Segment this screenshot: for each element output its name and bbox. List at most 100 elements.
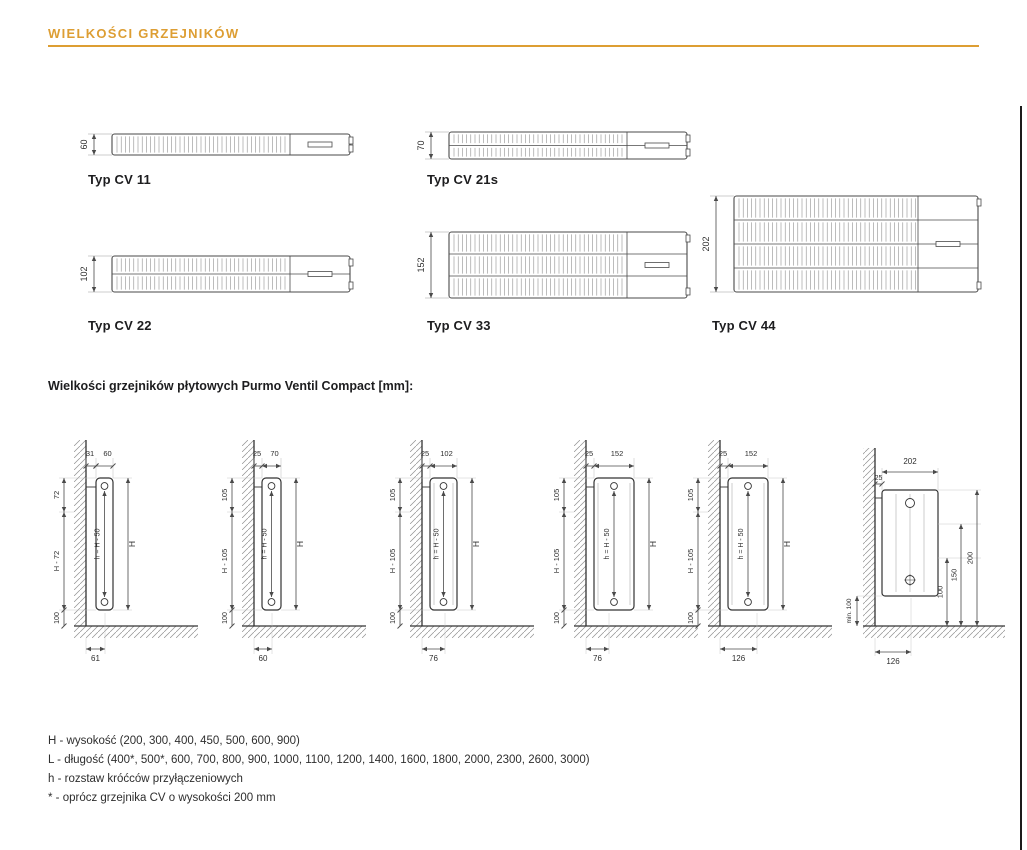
dim-label: h = H - 50 — [434, 528, 441, 559]
dim-label: 150 — [950, 569, 959, 582]
bottom-connection — [100, 598, 109, 606]
top-connection — [905, 498, 915, 508]
top-connection — [439, 482, 448, 490]
wall-hatch — [574, 440, 586, 638]
dim-label: 105 — [388, 489, 397, 502]
bottom-connection — [267, 598, 276, 606]
dim-label: 25 — [719, 449, 727, 458]
bracket-detail — [644, 142, 670, 149]
dim-label: 202 — [903, 457, 917, 466]
dim-label: 61 — [91, 654, 100, 663]
dim-label: 70 — [270, 449, 278, 458]
dim-label: 25 — [585, 449, 593, 458]
floor-hatch — [720, 626, 832, 638]
dim-label: 76 — [593, 654, 602, 663]
bottom-connection — [439, 598, 448, 606]
dim-label: 60 — [79, 139, 89, 149]
dim-label: 60 — [103, 449, 111, 458]
end-tab — [348, 144, 354, 153]
type-label-cv44: Typ CV 44 — [712, 318, 776, 333]
end-tab — [348, 258, 354, 267]
legend-spacing-line: h - rozstaw króćców przyłączeniowych — [48, 773, 243, 785]
end-tab — [685, 148, 691, 157]
dim-label: 126 — [732, 654, 746, 663]
top-view-cv11-drawing: 60 — [79, 133, 354, 156]
wall-hatch — [410, 440, 422, 638]
wall-hatch — [863, 448, 875, 638]
dim-label: 102 — [79, 266, 89, 281]
floor-hatch — [254, 626, 366, 638]
dim-label: 202 — [701, 236, 711, 251]
dim-label: h = H - 50 — [738, 528, 745, 559]
bracket-detail — [307, 271, 333, 277]
dim-label: 100 — [390, 612, 397, 624]
page-title: WIELKOŚCI GRZEJNIKÓW — [48, 26, 240, 41]
legend-note-line: * - oprócz grzejnika CV o wysokości 200 … — [48, 792, 276, 804]
dim-label: 102 — [440, 449, 453, 458]
dim-label: 105 — [686, 489, 695, 502]
dim-label: 100 — [54, 612, 61, 624]
top-connection — [610, 482, 618, 490]
type-label-cv11: Typ CV 11 — [88, 172, 151, 187]
dim-label: 25 — [253, 449, 261, 458]
top-connection — [744, 482, 752, 490]
bracket-detail — [935, 241, 961, 247]
end-tab — [976, 198, 982, 207]
dim-label: H - 105 — [220, 549, 229, 574]
page-edge-line — [1020, 106, 1022, 850]
dim-label: 200 — [966, 552, 975, 565]
dim-label: H — [782, 541, 792, 547]
wall-hatch — [708, 440, 720, 638]
dim-label: 105 — [552, 489, 561, 502]
dim-label: min. 100 — [846, 598, 853, 623]
end-tab — [348, 281, 354, 290]
dim-label: h = H - 50 — [95, 528, 102, 559]
dim-label: H — [295, 541, 305, 547]
dim-label: H - 105 — [686, 549, 695, 574]
dim-label: H - 105 — [552, 549, 561, 574]
dim-label: 100 — [554, 612, 561, 624]
dim-label: 72 — [52, 491, 61, 499]
type-label-cv22: Typ CV 22 — [88, 318, 152, 333]
side-view-cv22-drawing: 25 102 105 H - 105 100 h = H - 50 H 76 — [388, 440, 534, 663]
section-title: Wielkości grzejników płytowych Purmo Ven… — [48, 379, 414, 393]
end-tab — [685, 134, 691, 143]
top-connection — [100, 482, 109, 490]
dim-label: 126 — [886, 657, 900, 666]
dim-label: 25 — [421, 449, 429, 458]
legend-height-line: H - wysokość (200, 300, 400, 450, 500, 6… — [48, 735, 300, 747]
bracket-detail — [307, 141, 333, 148]
dim-label: H — [648, 541, 658, 547]
dim-label: H - 105 — [388, 549, 397, 574]
wall-hatch — [242, 440, 254, 638]
end-tab — [685, 234, 691, 243]
dim-label: 152 — [745, 449, 758, 458]
dim-label: h = H - 50 — [262, 528, 269, 559]
wall-hatch — [74, 440, 86, 638]
type-label-cv21s: Typ CV 21s — [427, 172, 499, 187]
end-tab — [976, 281, 982, 290]
dim-label: 100 — [688, 612, 695, 624]
dim-label: 60 — [259, 654, 268, 663]
dim-label: H — [471, 541, 481, 547]
type-label-cv33: Typ CV 33 — [427, 318, 491, 333]
end-tab — [348, 136, 354, 145]
top-connection — [267, 482, 276, 490]
floor-hatch — [86, 626, 198, 638]
dim-label: 31 — [86, 449, 94, 458]
bottom-connection — [610, 598, 618, 606]
bottom-connection — [744, 598, 752, 606]
floor-hatch — [586, 626, 698, 638]
dim-label: 105 — [220, 489, 229, 502]
dim-label: h = H - 50 — [604, 528, 611, 559]
legend-length-line: L - długość (400*, 500*, 600, 700, 800, … — [48, 754, 590, 766]
side-view-cv44-drawing: 25 152 105 H - 105 100 h = H - 50 H 126 — [686, 440, 832, 663]
dim-label: 152 — [416, 257, 426, 272]
floor-hatch — [422, 626, 534, 638]
legend: H - wysokość (200, 300, 400, 450, 500, 6… — [48, 732, 590, 808]
top-view-cv33-drawing: 152 — [416, 231, 691, 299]
dim-label: 76 — [429, 654, 438, 663]
